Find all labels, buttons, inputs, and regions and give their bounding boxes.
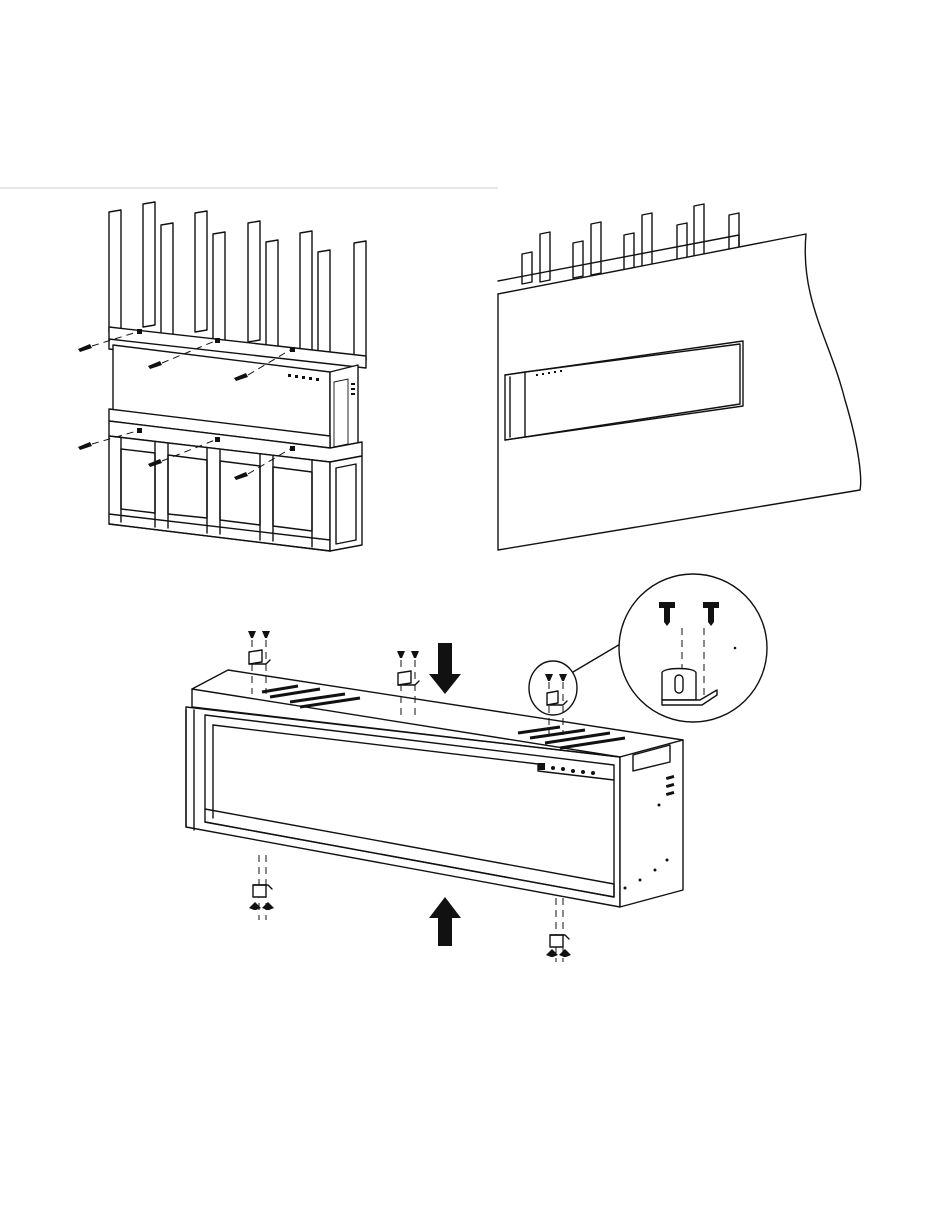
unit-side <box>620 740 683 907</box>
screw-icon <box>397 651 419 658</box>
detail-callout-circle <box>529 661 577 715</box>
mounting-bracket-icon <box>547 691 558 705</box>
screw-icon <box>546 949 571 957</box>
screw-icon <box>545 674 567 681</box>
mounting-bracket-icon <box>253 885 266 897</box>
bracket-mounting-figure <box>186 574 767 962</box>
bottom-bracket-left <box>249 855 274 920</box>
mounting-bracket-icon <box>398 671 411 685</box>
frame-install-figure <box>78 202 366 551</box>
arrow-up-icon <box>429 897 461 946</box>
bracket-detail-magnified <box>619 574 767 722</box>
wall-finished-figure <box>498 204 861 550</box>
screw-icon <box>248 631 270 638</box>
mounting-bracket-icon <box>550 935 563 947</box>
mounting-bracket-icon <box>249 650 262 664</box>
screw-icon <box>249 902 274 910</box>
arrow-down-icon <box>429 643 461 694</box>
bottom-bracket-right <box>546 898 571 962</box>
